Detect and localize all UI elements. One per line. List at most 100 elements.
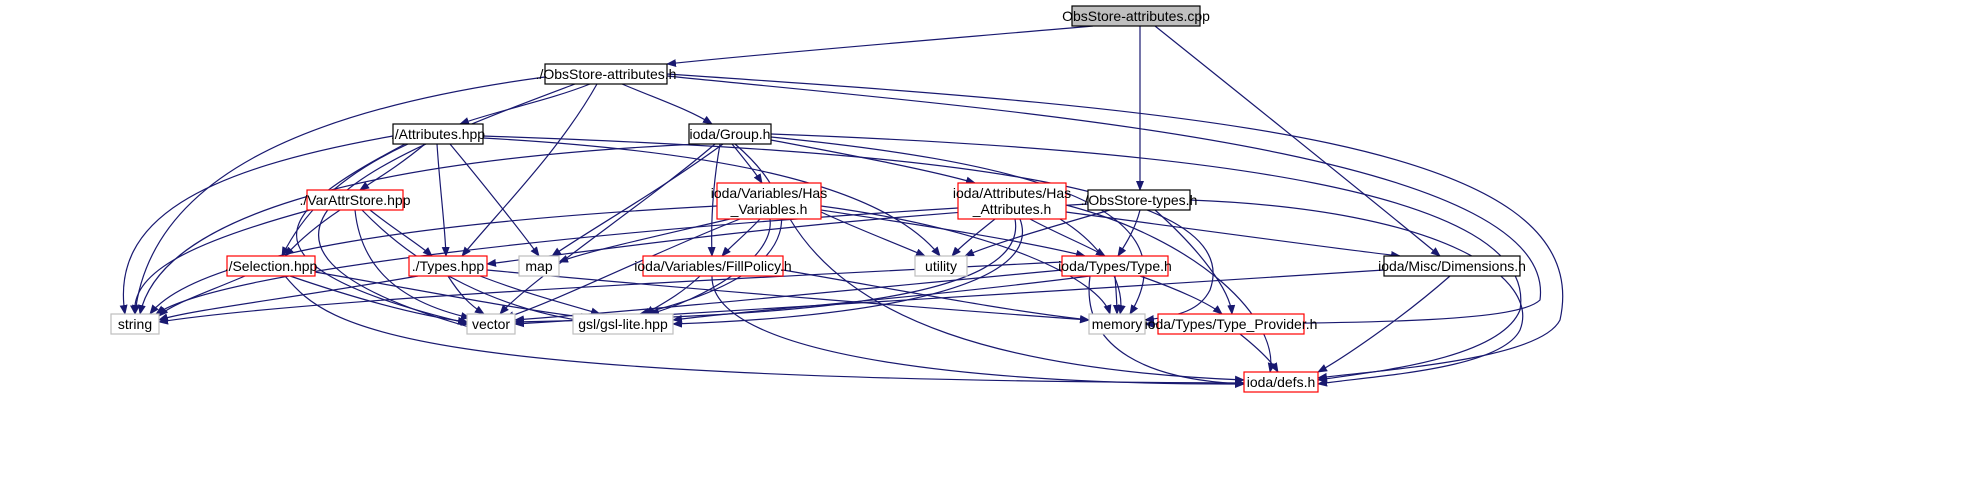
- edge-ioda-group-h-to-vector: [499, 143, 716, 315]
- node-ioda-group-h[interactable]: ioda/Group.h: [688, 123, 772, 145]
- node-label: _Attributes.h: [972, 201, 1052, 217]
- node-label: string: [118, 316, 152, 332]
- node-ioda-variables-has-variables-h[interactable]: ioda/Variables/Has_Variables.h: [711, 182, 827, 220]
- edge-types-hpp-to-string: [158, 275, 419, 322]
- node-label: ioda/Variables/Has: [711, 185, 827, 201]
- edge-ioda-variables-has-variables-h-to-map: [558, 218, 731, 263]
- edge-attributes-hpp-to-types-hpp: [436, 143, 450, 257]
- edge-varattrstore-hpp-to-types-hpp: [369, 209, 433, 257]
- node-box: [466, 313, 516, 335]
- node-map[interactable]: map: [518, 255, 560, 277]
- edge-selection-hpp-to-vector: [289, 275, 468, 325]
- node-ioda-attributes-has-attributes-h[interactable]: ioda/Attributes/Has_Attributes.h: [953, 182, 1071, 220]
- node-ioda-misc-dimensions-h[interactable]: ioda/Misc/Dimensions.h: [1378, 255, 1526, 277]
- edge-obsstore-attributes-cpp-to-ioda-misc-dimensions-h: [1154, 25, 1441, 257]
- edge-varattrstore-hpp-to-selection-hpp: [284, 209, 341, 257]
- edge-obsstore-attributes-h-to-types-hpp: [461, 83, 598, 257]
- edge-ioda-types-type-h-to-ioda-defs-h: [1088, 275, 1245, 388]
- edge-varattrstore-hpp-to-gsl-gsl-lite-hpp: [361, 209, 591, 325]
- edge-types-hpp-to-vector: [447, 275, 485, 315]
- node-attributes-hpp[interactable]: ./Attributes.hpp: [391, 123, 485, 145]
- edge-ioda-types-type-h-to-ioda-types-type-provider-h: [1139, 275, 1223, 315]
- edge-obsstore-attributes-h-to-string: [132, 76, 546, 315]
- node-box: [716, 182, 822, 220]
- edge-obsstore-types-h-to-ioda-types-type-h: [1117, 209, 1141, 257]
- node-label: ./ObsStore-types.h: [1081, 192, 1198, 208]
- node-label: _Variables.h: [730, 201, 808, 217]
- node-box: [1157, 313, 1305, 335]
- edge-obsstore-attributes-h-to-attributes-hpp: [459, 83, 591, 125]
- edge-attributes-hpp-to-varattrstore-hpp: [359, 143, 426, 191]
- node-label: ./ObsStore-attributes.h: [536, 66, 677, 82]
- node-obsstore-attributes-cpp[interactable]: ObsStore-attributes.cpp: [1062, 5, 1210, 27]
- edge-ioda-group-h-to-map: [551, 143, 724, 257]
- node-varattrstore-hpp[interactable]: ./VarAttrStore.hpp: [299, 189, 411, 211]
- node-obsstore-types-h[interactable]: ./ObsStore-types.h: [1081, 189, 1198, 211]
- edge-ioda-attributes-has-attributes-h-to-utility: [951, 218, 996, 257]
- node-label: ioda/Misc/Dimensions.h: [1378, 258, 1526, 274]
- node-vector[interactable]: vector: [466, 313, 516, 335]
- node-label: ObsStore-attributes.cpp: [1062, 8, 1210, 24]
- node-box: [1243, 371, 1319, 393]
- node-box: [1061, 255, 1169, 277]
- edge-ioda-variables-fillpolicy-h-to-gsl-gsl-lite-hpp: [644, 275, 701, 315]
- node-ioda-types-type-provider-h[interactable]: ioda/Types/Type_Provider.h: [1145, 313, 1318, 335]
- node-ioda-defs-h[interactable]: ioda/defs.h: [1243, 371, 1319, 393]
- node-label: ioda/Attributes/Has: [953, 185, 1071, 201]
- node-label: ioda/Types/Type.h: [1058, 258, 1172, 274]
- edge-obsstore-types-h-to-ioda-types-type-provider-h: [1154, 209, 1236, 315]
- node-box: [1071, 5, 1201, 27]
- node-box: [544, 63, 668, 85]
- node-string[interactable]: string: [110, 313, 160, 335]
- node-box: [408, 255, 488, 277]
- node-selection-hpp[interactable]: ./Selection.hpp: [225, 255, 318, 277]
- node-label: utility: [925, 258, 957, 274]
- edge-ioda-misc-dimensions-h-to-ioda-defs-h: [1317, 275, 1451, 373]
- edge-obsstore-attributes-h-to-ioda-group-h: [621, 83, 713, 125]
- edge-ioda-types-type-h-to-memory: [1112, 275, 1121, 315]
- node-label: ./Types.hpp: [412, 258, 485, 274]
- node-utility[interactable]: utility: [914, 255, 968, 277]
- node-box: [518, 255, 560, 277]
- node-gsl-gsl-lite-hpp[interactable]: gsl/gsl-lite.hpp: [572, 313, 674, 335]
- node-label: memory: [1092, 316, 1143, 332]
- node-label: ioda/Group.h: [690, 126, 771, 142]
- node-box: [306, 189, 404, 211]
- edge-ioda-variables-has-variables-h-to-string: [149, 205, 718, 315]
- node-types-hpp[interactable]: ./Types.hpp: [408, 255, 488, 277]
- edge-ioda-group-h-to-gsl-gsl-lite-hpp: [639, 143, 783, 316]
- edge-ioda-group-h-to-ioda-defs-h: [770, 133, 1522, 383]
- node-box: [688, 123, 772, 145]
- node-label: ./Selection.hpp: [225, 258, 318, 274]
- edge-types-hpp-to-memory: [486, 269, 1090, 324]
- node-box: [392, 123, 484, 145]
- node-box: [642, 255, 784, 277]
- node-box: [226, 255, 316, 277]
- node-box: [957, 182, 1067, 220]
- edge-ioda-variables-has-variables-h-to-vector: [504, 218, 741, 319]
- edge-selection-hpp-to-string: [158, 275, 246, 317]
- edge-ioda-variables-has-variables-h-to-ioda-types-type-h: [820, 209, 1086, 258]
- node-box: [1088, 313, 1146, 335]
- edge-attributes-hpp-to-utility: [482, 137, 941, 257]
- node-label: ./Attributes.hpp: [391, 126, 485, 142]
- node-box: [1087, 189, 1191, 211]
- edge-varattrstore-hpp-to-string: [130, 209, 311, 315]
- edge-varattrstore-hpp-to-vector: [354, 209, 471, 320]
- node-ioda-types-type-h[interactable]: ioda/Types/Type.h: [1058, 255, 1172, 277]
- edge-types-hpp-to-gsl-gsl-lite-hpp: [479, 275, 601, 316]
- node-label: gsl/gsl-lite.hpp: [578, 316, 668, 332]
- node-box: [572, 313, 674, 335]
- edge-obsstore-attributes-cpp-to-obsstore-attributes-h: [666, 25, 1094, 68]
- edge-obsstore-types-h-to-utility: [964, 209, 1111, 257]
- node-memory[interactable]: memory: [1088, 313, 1146, 335]
- edge-ioda-variables-has-variables-h-to-utility: [820, 211, 926, 257]
- edge-attributes-hpp-to-map: [449, 143, 540, 257]
- edge-ioda-variables-has-variables-h-to-memory: [820, 205, 1112, 315]
- node-ioda-variables-fillpolicy-h[interactable]: ioda/Variables/FillPolicy.h: [634, 255, 792, 277]
- edge-ioda-group-h-to-string: [137, 143, 701, 315]
- node-box: [110, 313, 160, 335]
- node-box: [914, 255, 968, 277]
- edge-ioda-types-type-h-to-string: [158, 261, 1063, 325]
- node-obsstore-attributes-h[interactable]: ./ObsStore-attributes.h: [536, 63, 677, 85]
